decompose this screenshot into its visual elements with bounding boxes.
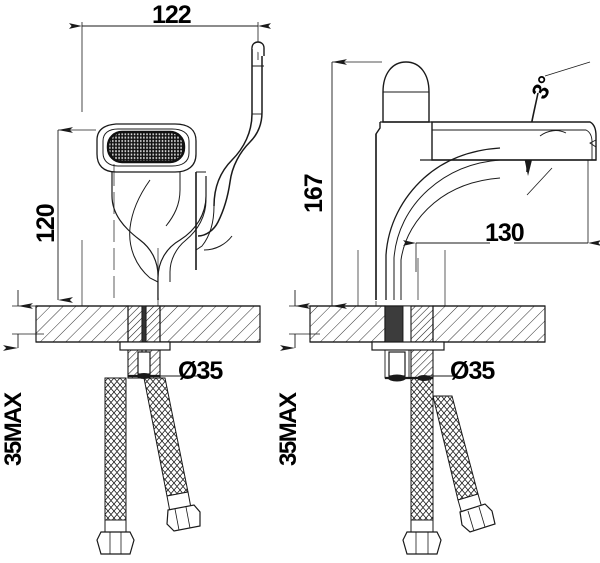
side-view-group	[280, 59, 600, 555]
counter-top-right-side	[432, 305, 546, 343]
side-supply-hoses	[402, 377, 496, 555]
dimension-label-130: 130	[485, 219, 525, 247]
mounting-washer-side	[371, 341, 445, 351]
side-counter-section	[309, 305, 546, 343]
dimension-label-thickness-left: 35MAX	[0, 393, 27, 466]
hose-right-side	[432, 395, 479, 501]
dimension-label-hole-diameter-left: Ø35	[178, 357, 223, 385]
hose-left-nut-side	[402, 531, 442, 555]
front-extension-lines	[81, 136, 159, 306]
front-dimension-122	[69, 22, 271, 112]
dimension-label-120: 120	[32, 204, 60, 243]
front-dimension-120	[57, 127, 96, 303]
lever-handle-outline	[213, 48, 253, 207]
dimension-label-122: 122	[152, 1, 192, 29]
counter-top-left-side	[309, 305, 386, 343]
side-dimension-167	[331, 59, 382, 309]
side-view-body	[375, 61, 597, 300]
aerator-outlet-grid	[106, 130, 186, 164]
front-view-group	[3, 22, 271, 555]
front-supply-hoses	[96, 377, 201, 555]
front-view-body	[96, 41, 265, 300]
dimension-label-hole-diameter-right: Ø35	[450, 357, 495, 385]
hose-right-nut	[166, 504, 201, 532]
side-dimension-130	[403, 160, 600, 272]
front-shank-assembly	[119, 305, 171, 379]
side-extension-lines	[357, 190, 446, 306]
mounting-nut-side	[388, 351, 406, 377]
mounting-washer	[119, 341, 171, 351]
hose-left-side	[410, 377, 434, 533]
mounting-nut	[137, 351, 151, 375]
hose-right-nut-side	[459, 503, 496, 533]
counter-top-right	[159, 305, 261, 343]
hose-right	[143, 377, 189, 497]
side-shank-assembly	[371, 305, 445, 382]
dimension-label-167: 167	[300, 174, 328, 213]
dimension-label-thickness-right: 35MAX	[275, 393, 302, 466]
front-counter-section	[35, 305, 261, 343]
hose-left-nut	[96, 531, 135, 555]
hose-left	[104, 377, 127, 533]
spout-upper-surface	[431, 121, 597, 161]
counter-top-left	[35, 305, 129, 343]
